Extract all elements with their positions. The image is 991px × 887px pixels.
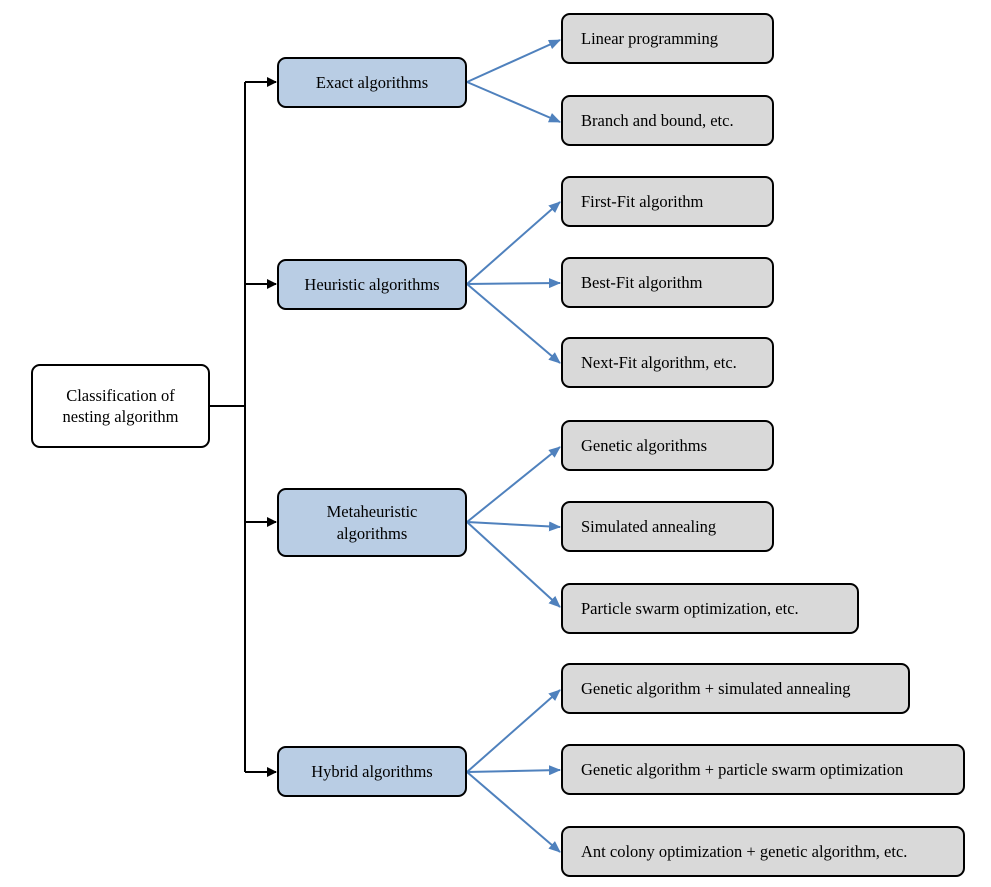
leaf-next-fit: Next-Fit algorithm, etc. (561, 337, 774, 388)
leaf-label: Simulated annealing (581, 516, 717, 536)
leaf-ga-sa: Genetic algorithm + simulated annealing (561, 663, 910, 714)
category-heuristic-label: Heuristic algorithms (304, 274, 440, 294)
branch-arrow-branch-and-bound (466, 81, 561, 123)
branch-arrow-ga-pso (466, 765, 561, 776)
leaf-label: Genetic algorithms (581, 435, 708, 455)
branch-arrow-best-fit (466, 278, 561, 289)
category-exact-label: Exact algorithms (315, 72, 429, 92)
leaf-label: Particle swarm optimization, etc. (581, 598, 799, 618)
branch-arrow-ga-sa (466, 689, 561, 773)
leaf-label: Ant colony optimization + genetic algori… (581, 841, 908, 861)
leaf-label: Genetic algorithm + simulated annealing (581, 678, 851, 698)
leaf-simulated-annealing: Simulated annealing (561, 501, 774, 552)
leaf-particle-swarm: Particle swarm optimization, etc. (561, 583, 859, 634)
category-metaheuristic-label: Metaheuristic algorithms (326, 502, 418, 543)
leaf-label: Genetic algorithm + particle swarm optim… (581, 759, 904, 779)
branch-arrow-simulated-annealing (466, 521, 561, 532)
branch-arrow-next-fit (466, 283, 561, 364)
branch-arrow-particle-swarm (466, 521, 561, 608)
root-node: Classification of nesting algorithm (31, 364, 210, 448)
category-hybrid-label: Hybrid algorithms (311, 761, 433, 781)
leaf-genetic-algorithms: Genetic algorithms (561, 420, 774, 471)
category-metaheuristic: Metaheuristic algorithms (277, 488, 467, 557)
root-node-label: Classification of nesting algorithm (62, 385, 179, 426)
leaf-best-fit: Best-Fit algorithm (561, 257, 774, 308)
leaf-first-fit: First-Fit algorithm (561, 176, 774, 227)
leaf-branch-and-bound: Branch and bound, etc. (561, 95, 774, 146)
category-hybrid: Hybrid algorithms (277, 746, 467, 797)
leaf-label: Next-Fit algorithm, etc. (581, 352, 737, 372)
leaf-aco-ga: Ant colony optimization + genetic algori… (561, 826, 965, 877)
category-exact: Exact algorithms (277, 57, 467, 108)
branch-arrow-linear-programming (466, 39, 561, 83)
category-heuristic: Heuristic algorithms (277, 259, 467, 310)
leaf-label: First-Fit algorithm (581, 191, 704, 211)
branch-arrow-aco-ga (466, 771, 561, 853)
leaf-linear-programming: Linear programming (561, 13, 774, 64)
leaf-ga-pso: Genetic algorithm + particle swarm optim… (561, 744, 965, 795)
branch-arrow-genetic-algorithms (466, 446, 561, 523)
leaf-label: Best-Fit algorithm (581, 272, 703, 292)
leaf-label: Linear programming (581, 28, 718, 48)
leaf-label: Branch and bound, etc. (581, 110, 734, 130)
branch-arrow-first-fit (466, 201, 561, 285)
